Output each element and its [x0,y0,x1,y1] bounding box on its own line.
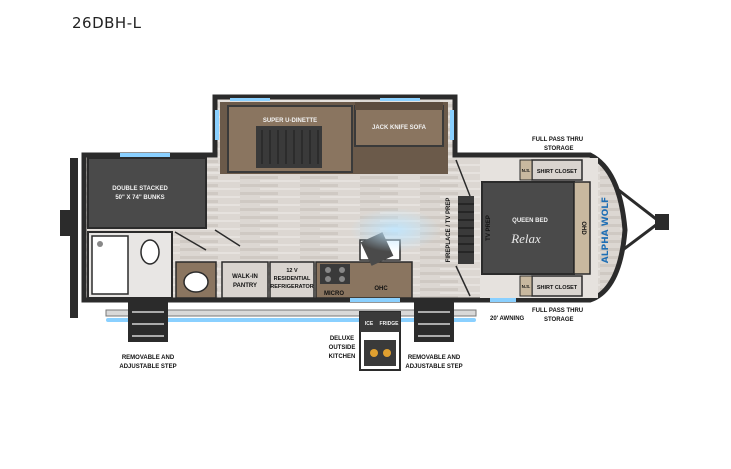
awning-label: 20' AWNING [490,316,525,322]
pass-thru-bottom-2: STORAGE [544,317,574,323]
ns-bottom-label: N.S. [522,284,531,289]
pass-thru-top-1: FULL PASS THRU [532,137,583,143]
bath-sink [183,271,209,293]
step-right-label-1: REMOVABLE AND [408,355,461,361]
brand-logo: ALPHA WOLF [601,197,611,263]
fireplace [458,196,474,264]
outside-kitchen [359,311,401,371]
ohd-label: OHD [580,221,586,235]
model-title: 26DBH-L [72,14,142,32]
step-right [414,300,454,342]
pantry-label-1: WALK-IN [232,274,258,280]
kitchen-label-3: KITCHEN [329,354,356,360]
shirt-closet-top-label: SHIRT CLOSET [537,169,578,175]
small-fridge-label: FRIDGE [380,321,400,327]
ns-top-label: N.S. [522,168,531,173]
hitch [611,183,669,260]
double-bunks [87,157,207,229]
door-swings [174,159,471,297]
shirt-closet-bottom-label: SHIRT CLOSET [537,285,578,291]
nightstand-top [519,159,533,181]
toilet [140,239,160,265]
queen-bed-label: QUEEN BED [512,218,548,224]
dinette-label: SUPER U-DINETTE [263,118,317,124]
step-left [128,300,168,342]
jack-knife-sofa [354,105,444,147]
stove [320,264,350,284]
fridge-label-3: REFRIGERATOR [270,284,314,290]
tv-prep-label: TV PREP [486,215,492,241]
relax-logo: Relax [510,231,541,246]
pantry-label-2: PANTRY [233,283,257,289]
awning-rail [105,309,477,317]
spare-tire [60,210,74,236]
fireplace-label: FIREPLACE / TV PREP [446,198,452,263]
rear-bumper [70,158,78,318]
ohc-label: OHC [374,286,388,292]
pass-thru-bottom-1: FULL PASS THRU [532,308,583,314]
step-left-label-1: REMOVABLE AND [122,355,175,361]
queen-bed [481,181,575,275]
refrigerator [269,261,315,299]
dinette-table [256,126,322,168]
fridge-label-1: 12 V [286,268,298,274]
ice-label: ICE [365,321,374,327]
nightstand-bottom [519,275,533,297]
kitchen-label-1: DELUXE [330,336,354,342]
ambient-light [350,208,440,252]
headboard [573,181,591,275]
fridge-label-2: RESIDENTIAL [274,276,311,282]
walk-in-pantry [221,261,269,299]
kitchen-label-2: OUTSIDE [329,345,356,351]
pass-thru-top-2: STORAGE [544,146,574,152]
bunks-label-2: 50" X 74" BUNKS [115,195,164,201]
step-left-label-2: ADJUSTABLE STEP [119,364,176,370]
shower-drain [97,241,103,247]
windows [120,98,516,302]
bunks-label-1: DOUBLE STACKED [112,186,168,192]
micro-label: MICRO [324,291,344,297]
sofa-label: JACK KNIFE SOFA [372,125,427,131]
step-right-label-2: ADJUSTABLE STEP [405,364,462,370]
